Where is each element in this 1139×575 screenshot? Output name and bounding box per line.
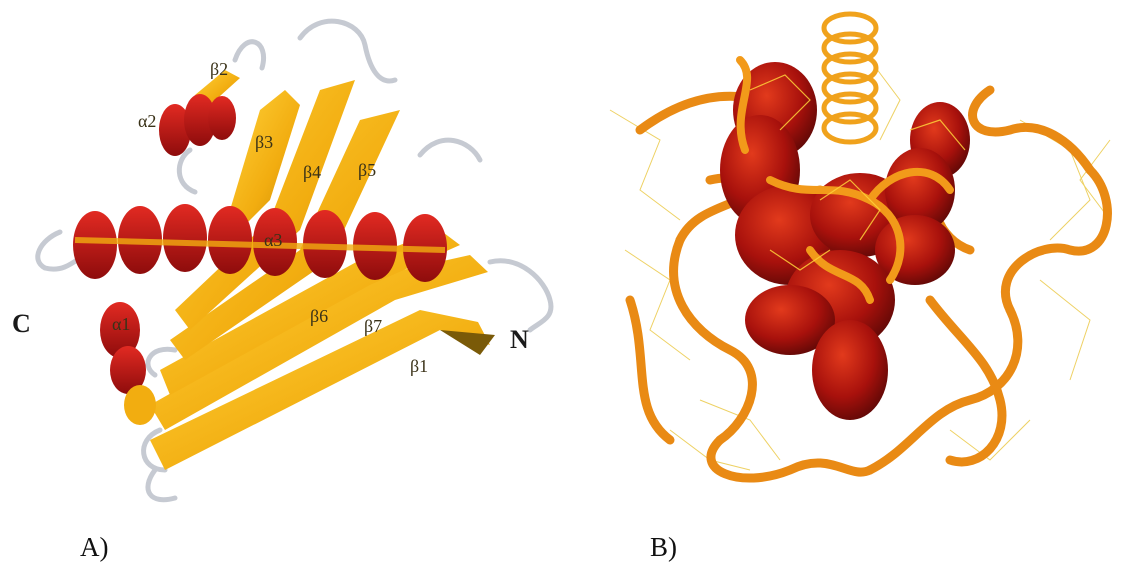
label-alpha2: α2 [138,111,156,131]
label-beta1: β1 [410,356,428,376]
label-beta4: β4 [303,162,321,182]
helix-alpha2 [159,94,236,156]
caption-panel-a: A) [80,532,109,563]
label-beta3: β3 [255,132,273,152]
label-n-terminus: N [510,325,529,354]
label-alpha3: α3 [264,230,282,250]
top-helix [824,14,876,142]
label-c-terminus: C [12,309,31,338]
label-beta6: β6 [310,306,328,326]
label-alpha1: α1 [112,314,130,334]
cavity-surface-diagram [570,0,1139,575]
label-beta5: β5 [358,160,376,180]
caption-panel-b: B) [650,532,677,563]
panel-a: β2 α2 β3 β4 β5 α3 α1 β6 β7 β1 C N A) [0,0,570,575]
label-beta2: β2 [210,59,228,79]
panel-b: B) [570,0,1139,575]
strand-shadow [440,330,495,355]
protein-ribbon-diagram: β2 α2 β3 β4 β5 α3 α1 β6 β7 β1 C N [0,0,570,575]
label-beta7: β7 [364,316,382,336]
